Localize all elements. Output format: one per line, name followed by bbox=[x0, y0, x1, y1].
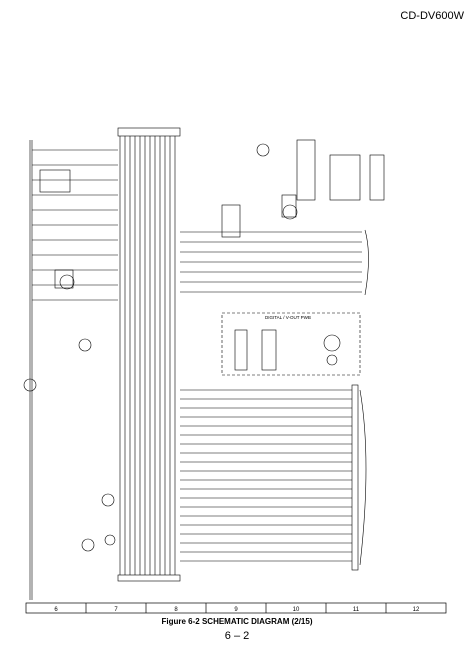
page-number: 6 – 2 bbox=[224, 630, 250, 642]
grid-column-label: 10 bbox=[293, 607, 300, 613]
grid-column-label: 8 bbox=[174, 607, 178, 613]
grid-column-label: 7 bbox=[114, 607, 118, 613]
digital-board-label: DIGITAL / V-OUT PWB bbox=[265, 315, 311, 320]
grid-column-label: 12 bbox=[413, 607, 420, 613]
grid-column-label: 6 bbox=[54, 607, 58, 613]
grid-column-label: 11 bbox=[353, 607, 360, 613]
figure-caption: Figure 6-2 SCHEMATIC DIAGRAM (2/15) bbox=[161, 617, 313, 626]
grid-column-label: 9 bbox=[234, 607, 238, 613]
model-number: CD-DV600W bbox=[400, 10, 464, 22]
